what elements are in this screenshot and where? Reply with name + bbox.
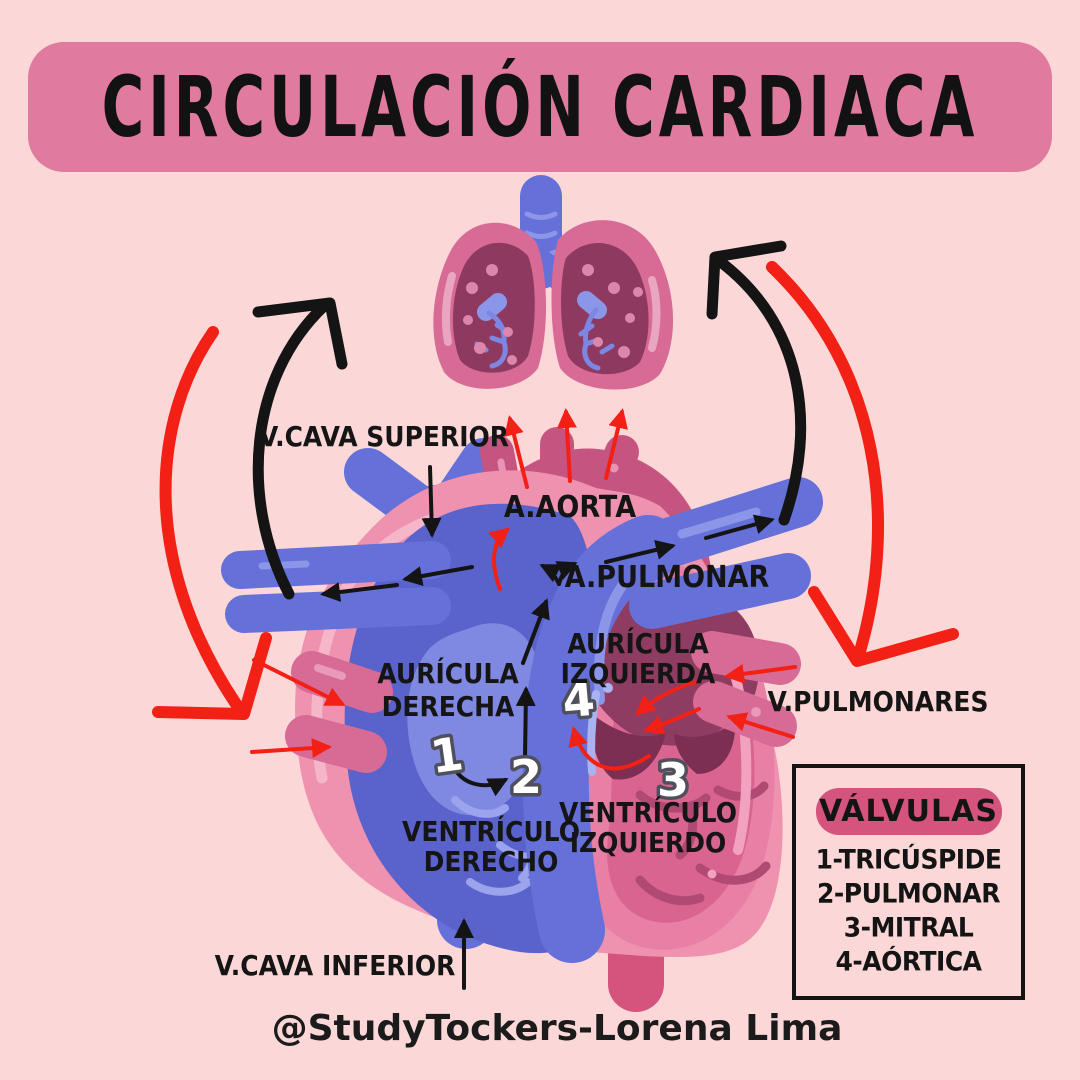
label-ventriculo-izquierdo-1: VENTRÍCULO	[559, 796, 737, 829]
valves-legend-header: VÁLVULAS	[815, 788, 1002, 835]
valves-legend-title: VÁLVULAS	[819, 794, 998, 829]
alveoli-dots	[463, 264, 643, 365]
aorta-outflow-arrow	[488, 527, 511, 591]
attribution-handle: @StudyTockers-Lorena Lima	[271, 1008, 843, 1049]
black-left-arrowhead	[252, 297, 348, 370]
pulm-vein-inflow-left-1	[252, 658, 346, 706]
black-right-arrowhead	[706, 240, 787, 320]
left-bronchial-tree	[474, 310, 511, 369]
label-auricula-derecha-1: AURÍCULA	[377, 657, 519, 690]
aorta-branch-arrow-1	[504, 415, 529, 489]
la-inflow-arrow-1	[634, 680, 698, 716]
label-vena-cava-inferior: V.CAVA INFERIOR	[214, 949, 456, 982]
legend-item-pulmonar: 2-PULMONAR	[817, 877, 1000, 910]
mitral-leaflet-left	[591, 714, 666, 780]
deoxygenated-to-lungs-arrow-black-left	[252, 300, 330, 600]
label-ventriculo-derecho-1: VENTRÍCULO	[402, 815, 580, 848]
svc-flow-arrow	[421, 465, 442, 538]
aorta-branch-arrow-3	[604, 408, 628, 480]
pa-fork-arrow-right	[555, 561, 578, 586]
title-banner: CIRCULACIÓN CARDIACA	[28, 42, 1052, 172]
valve-marker-tricuspide: 1	[427, 726, 466, 784]
branch-flow-arrow-2	[320, 582, 399, 602]
valve-marker-mitral: 3	[657, 753, 689, 807]
right-atrium-highlight	[407, 623, 543, 816]
label-auricula-izquierda-2: IZQUIERDA	[560, 657, 716, 690]
lungs-illustration	[433, 175, 674, 390]
pulm-vein-inflow-left-2	[250, 738, 332, 759]
rv-outflow-arrow-2	[521, 598, 550, 665]
label-auricula-izquierda-1: AURÍCULA	[567, 627, 709, 660]
red-right-arrowhead	[808, 586, 959, 667]
label-arteria-pulmonar: A.PULMONAR	[564, 560, 770, 595]
pulm-vein-inflow-right-1	[724, 663, 797, 684]
legend-item-tricuspide: 1-TRICÚSPIDE	[815, 843, 1002, 876]
aorta-branch-arrow-2	[556, 408, 577, 483]
left-ventricle-vessels	[635, 781, 771, 906]
valves-legend-box: VÁLVULAS 1-TRICÚSPIDE 2-PULMONAR 3-MITRA…	[792, 764, 1025, 1000]
tricuspid-flow-arrow	[450, 762, 509, 797]
valve-number-markers: 1 2 3 4	[424, 668, 693, 810]
pulmonary-to-lungs-arrow-black-right	[712, 254, 807, 526]
label-venas-pulmonares: V.PULMONARES	[767, 685, 989, 718]
la-inflow-arrow-2	[643, 707, 701, 735]
page-title: CIRCULACIÓN CARDIACA	[101, 57, 979, 157]
pulm-vein-inflow-right-2	[726, 712, 795, 739]
branch-flow-arrow-1	[402, 565, 474, 586]
rv-outflow-arrow-1	[515, 686, 536, 759]
pa-branch-arrow-1	[604, 540, 676, 564]
label-ventriculo-izquierdo-2: IZQUIERDO	[569, 826, 727, 859]
oxygenated-flow-arrow-red-right	[766, 261, 885, 664]
label-vena-cava-superior: V.CAVA SUPERIOR	[258, 420, 510, 453]
right-pulmonary-branch-lower	[225, 587, 451, 633]
systemic-return-arrow-red-left	[159, 326, 242, 710]
mitral-to-aortic-arrow	[568, 726, 651, 771]
legend-item-aortica: 4-AÓRTICA	[835, 945, 982, 978]
label-ventriculo-derecho-2: DERECHO	[423, 845, 559, 878]
label-auricula-derecha-2: DERECHA	[381, 690, 515, 723]
flow-arrows	[152, 240, 959, 990]
pa-branch-arrow-2	[704, 514, 775, 540]
mitral-leaflet-right	[674, 720, 736, 774]
legend-item-mitral: 3-MITRAL	[843, 911, 974, 944]
valve-marker-pulmonar: 2	[510, 750, 542, 804]
right-bronchial-tree	[578, 307, 615, 371]
label-aorta: A.AORTA	[503, 490, 637, 525]
